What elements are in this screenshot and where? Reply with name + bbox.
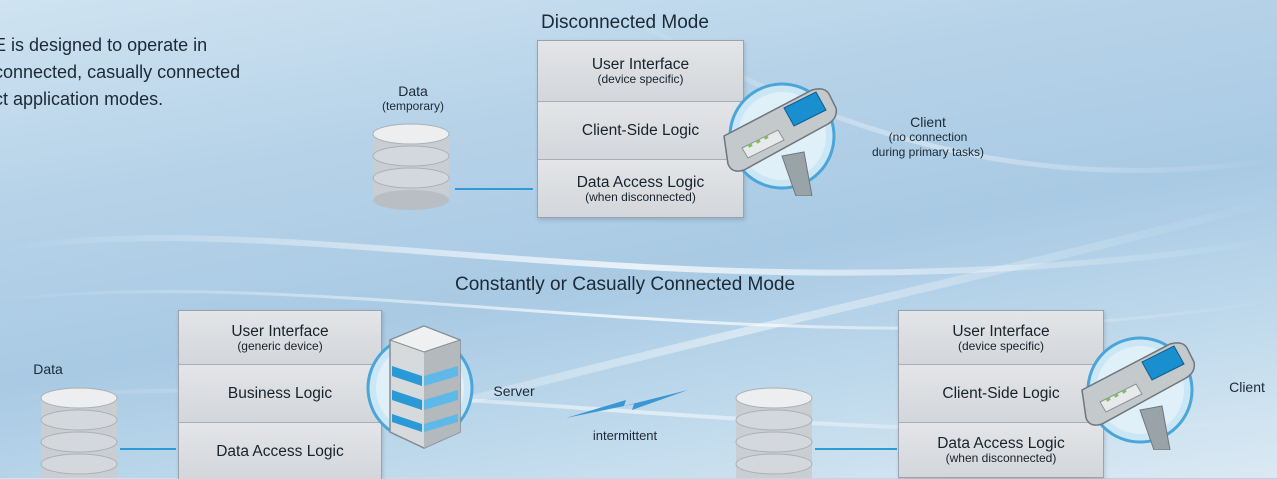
layer-label: Data Access Logic [216, 442, 344, 460]
layer-label: Data Access Logic [937, 435, 1065, 452]
server-label: Server [493, 383, 535, 399]
layer-label: Data Access Logic [576, 173, 705, 191]
disconnected-mode-title: Disconnected Mode [541, 12, 709, 33]
lightning-bolt-icon [566, 390, 688, 418]
intermittent-label: intermittent [592, 428, 658, 443]
layer-client-side-logic: Client-Side Logic [538, 102, 743, 160]
layer-label: User Interface [591, 56, 690, 73]
disconnected-client-label: Client (no connection during primary tas… [868, 115, 988, 160]
disconnected-data-label: Data (temporary) [370, 84, 456, 114]
connector-line [815, 448, 897, 450]
layer-data-access-logic: Data Access Logic [179, 423, 381, 479]
intro-line: connected, casually connected [0, 62, 241, 82]
database-icon [735, 387, 813, 478]
layer-business-logic: Business Logic [179, 365, 381, 423]
layer-note: (device specific) [597, 72, 684, 86]
intro-text: E is designed to operate in connected, c… [0, 32, 294, 113]
data-note: (temporary) [381, 99, 444, 113]
layer-data-access-logic: Data Access Logic (when disconnected) [538, 160, 743, 217]
connector-line [120, 448, 176, 450]
handheld-scanner-icon [1081, 336, 1196, 450]
intro-line: ct application modes. [0, 89, 164, 109]
layer-label: User Interface [231, 322, 329, 340]
layer-label: Client-Side Logic [942, 385, 1060, 402]
layer-note: (generic device) [237, 338, 323, 353]
layer-user-interface: User Interface (device specific) [538, 41, 743, 102]
client-note-line: during primary tasks) [871, 145, 985, 159]
layer-note: (when disconnected) [585, 189, 696, 204]
layer-label: Client-Side Logic [581, 122, 700, 139]
layer-note: (when disconnected) [945, 451, 1057, 465]
connected-data-label: Data [33, 361, 63, 377]
layer-user-interface: User Interface (device specific) [899, 311, 1103, 365]
data-label-text: Data [398, 83, 428, 99]
intro-line: E is designed to operate in [0, 35, 208, 55]
connector-line [455, 188, 533, 190]
connected-client-label: Client [1229, 379, 1265, 395]
disconnected-layer-stack: User Interface (device specific) Client-… [537, 40, 744, 218]
server-layer-stack: User Interface (generic device) Business… [178, 310, 382, 479]
layer-label: User Interface [952, 322, 1050, 340]
client-label-text: Client [910, 114, 946, 130]
connected-mode-title: Constantly or Casually Connected Mode [455, 274, 796, 295]
layer-client-side-logic: Client-Side Logic [899, 365, 1103, 423]
layer-note: (device specific) [957, 338, 1045, 353]
server-tower-icon [366, 325, 474, 449]
layer-label: Business Logic [227, 385, 333, 402]
handheld-scanner-icon [723, 82, 838, 196]
layer-data-access-logic: Data Access Logic (when disconnected) [899, 423, 1103, 477]
client-layer-stack: User Interface (device specific) Client-… [898, 310, 1104, 478]
database-icon [372, 123, 450, 210]
database-icon [40, 387, 118, 478]
layer-user-interface: User Interface (generic device) [179, 311, 381, 365]
client-note-line: (no connection [888, 130, 968, 144]
